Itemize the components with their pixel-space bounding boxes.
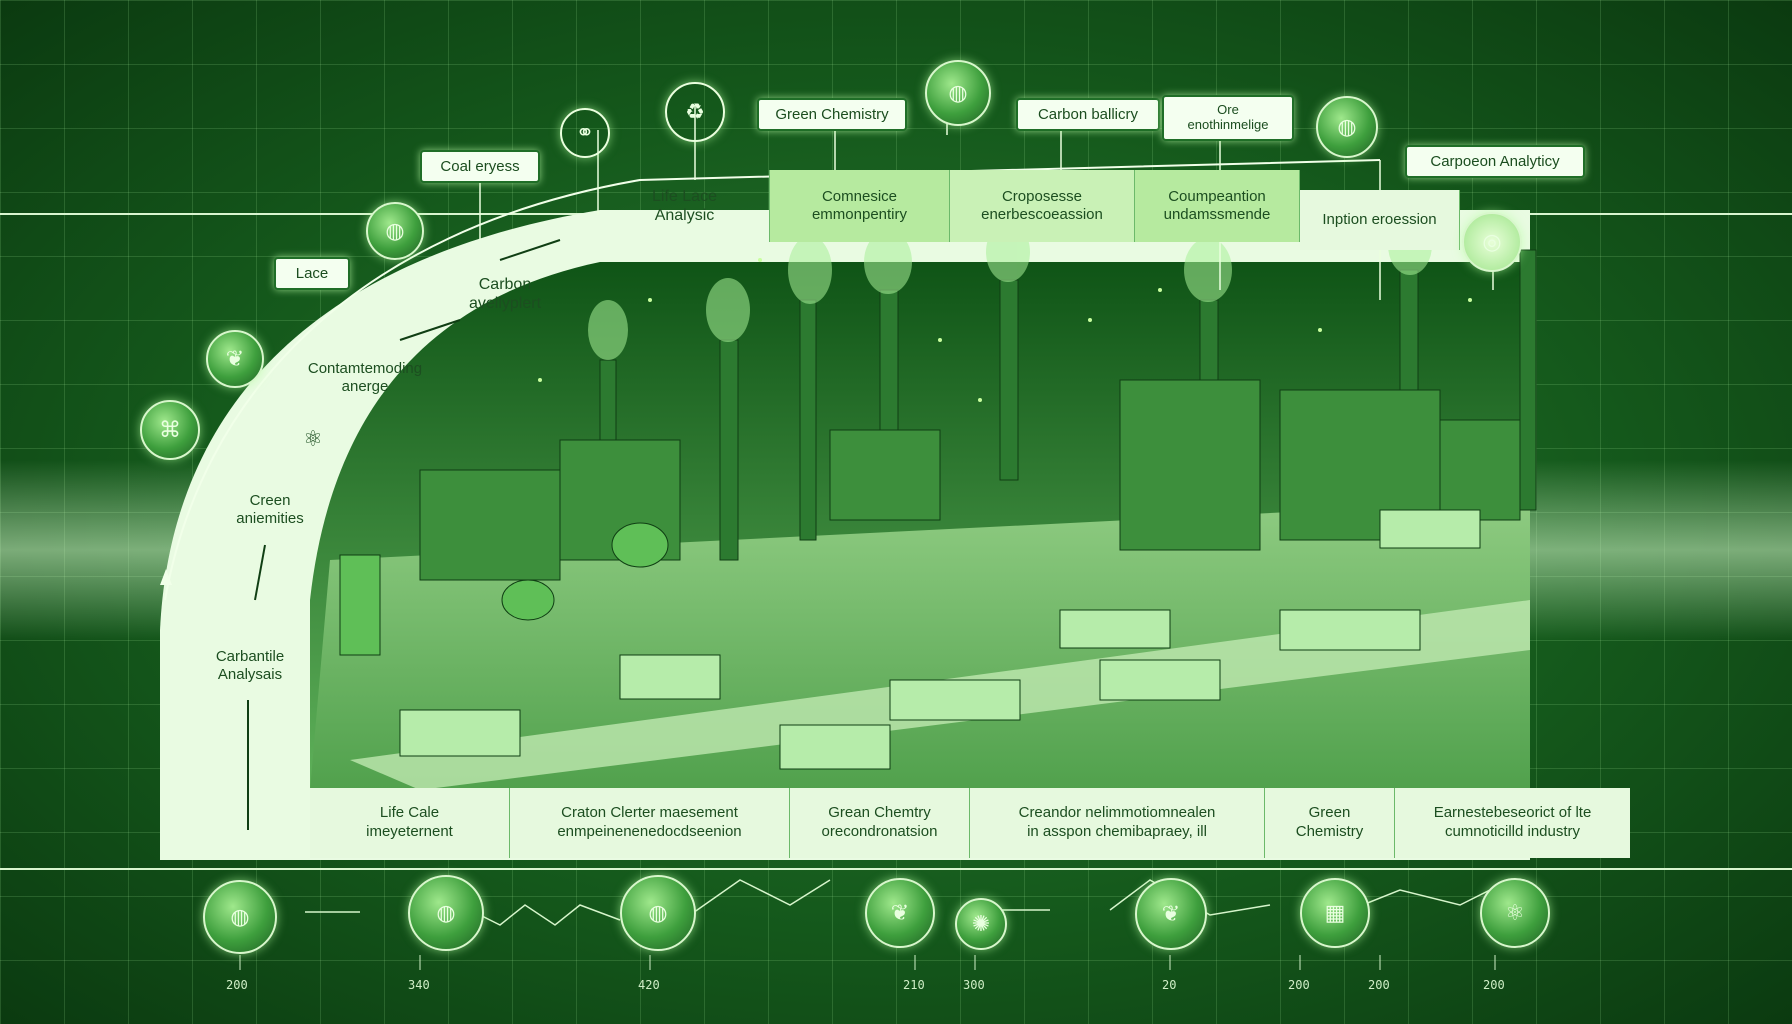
- atom-icon: ⚛: [1480, 878, 1550, 948]
- side-text-carbon: Carbon avellyplert: [440, 275, 570, 313]
- globe-icon: ◍: [620, 875, 696, 951]
- network-icon: ⌘: [140, 400, 200, 460]
- cell-icon: ✺: [955, 898, 1007, 950]
- axis-ticks: [239, 955, 1496, 970]
- band-cell-5-text: Inption eroession: [1322, 211, 1437, 228]
- label-carbon-ballicry: Carbon ballicry: [1016, 98, 1160, 132]
- label-carpoeon: Carpoeon Analyticy: [1405, 145, 1585, 179]
- bottom-cell-6: Earnestebeseorict of lte cumnoticilld in…: [1395, 788, 1630, 858]
- label-lace-text: Lace: [295, 265, 329, 282]
- tick-label-5: 300: [963, 978, 985, 992]
- side-text-carbon-span: Carbon avellyplert: [468, 276, 542, 313]
- band-cell-3-text: Croposesse enerbescoeassion: [981, 188, 1103, 223]
- scene-ground: [310, 500, 1530, 790]
- leaf-icon: ❦: [865, 878, 935, 948]
- label-ore-text: Ore enothinmelige: [1187, 102, 1269, 132]
- label-carbon-ballicry-text: Carbon ballicry: [1037, 106, 1139, 123]
- side-arrows: [247, 239, 561, 830]
- band-cell-4: Coumpeantion undamssmende: [1135, 170, 1300, 242]
- label-green-chemistry-text: Green Chemistry: [775, 106, 889, 123]
- label-coal-text: Coal eryess: [440, 158, 520, 175]
- tick-label-1: 200: [226, 978, 248, 992]
- tick-label-3: 420: [638, 978, 660, 992]
- atom-icon: ⚛: [303, 426, 323, 451]
- bottom-cell-2-text: Craton Clerter maesement enmpeinenenedoc…: [557, 804, 742, 840]
- side-text-carbantile-span: Carbantile Analysais: [215, 648, 285, 683]
- globe-icon: ◎: [1462, 212, 1522, 272]
- tick-label-2: 340: [408, 978, 430, 992]
- globe-icon: ◍: [408, 875, 484, 951]
- bottom-cell-1: Life Cale imeyeternent: [310, 788, 510, 858]
- side-text-green-span: Creen aniemities: [236, 492, 304, 527]
- leaf-icon: ❦: [1135, 878, 1207, 950]
- side-text-contain: Contamtemoding anerge: [300, 360, 430, 396]
- label-green-chemistry: Green Chemistry: [757, 98, 907, 132]
- bottom-cell-1-text: Life Cale imeyeternent: [366, 804, 453, 840]
- side-text-contain-span: Contamtemoding anerge: [307, 360, 423, 395]
- smokestacks: [599, 249, 1537, 561]
- label-carpoeon-text: Carpoeon Analyticy: [1430, 153, 1560, 170]
- grid-icon: ▦: [1300, 878, 1370, 948]
- label-coal: Coal eryess: [420, 150, 540, 184]
- band-cell-1: Life Lace Analysic: [600, 170, 770, 242]
- bottom-rule: [0, 868, 1792, 870]
- tanks: [339, 522, 669, 656]
- recycle-icon: ♻: [665, 82, 725, 142]
- bottom-cell-5-text: Green Chemistry: [1295, 804, 1364, 840]
- band-cell-5: Inption eroession: [1300, 190, 1460, 250]
- side-text-carbantile: Carbantile Analysais: [200, 648, 300, 684]
- side-text-green: Creen aniemities: [225, 492, 315, 528]
- bottom-cell-3-text: Grean Chemtry orecondronatsion: [821, 804, 938, 840]
- band-cell-1-text: Life Lace Analysic: [652, 187, 717, 224]
- trucks: [399, 509, 1481, 770]
- bottom-cell-6-text: Earnestebeseorict of lte cumnoticilld in…: [1433, 804, 1592, 840]
- tick-label-6: 20: [1162, 978, 1177, 992]
- tick-label-4: 210: [903, 978, 925, 992]
- label-ore: Ore enothinmelige: [1162, 95, 1294, 141]
- label-lace: Lace: [274, 257, 350, 291]
- bottom-cell-4-text: Creandor nelimmotiomnealen in asspon che…: [1018, 804, 1216, 840]
- outer-curve: [164, 159, 1381, 601]
- globe-icon: ◍: [1316, 96, 1378, 158]
- bottom-cell-5: Green Chemistry: [1265, 788, 1395, 858]
- molecule-icon: ⚭: [560, 108, 610, 158]
- bottom-cell-2: Craton Clerter maesement enmpeinenenedoc…: [510, 788, 790, 858]
- globe-icon: ◍: [203, 880, 277, 954]
- bottom-cell-4: Creandor nelimmotiomnealen in asspon che…: [970, 788, 1265, 858]
- band-cell-3: Croposesse enerbescoeassion: [950, 170, 1135, 242]
- sparkles: [538, 258, 1472, 402]
- tick-label-8: 200: [1368, 978, 1390, 992]
- bottom-cell-3: Grean Chemtry orecondronatsion: [790, 788, 970, 858]
- tick-label-9: 200: [1483, 978, 1505, 992]
- factories: [419, 379, 1521, 581]
- leaf-icon: ❦: [206, 330, 264, 388]
- globe-icon: ◍: [925, 60, 991, 126]
- tick-label-7: 200: [1288, 978, 1310, 992]
- globe-icon: ◍: [366, 202, 424, 260]
- band-cell-4-text: Coumpeantion undamssmende: [1163, 188, 1271, 223]
- band-cell-2-text: Comnesice emmonpentiry: [811, 188, 908, 223]
- band-cell-2: Comnesice emmonpentiry: [770, 170, 950, 242]
